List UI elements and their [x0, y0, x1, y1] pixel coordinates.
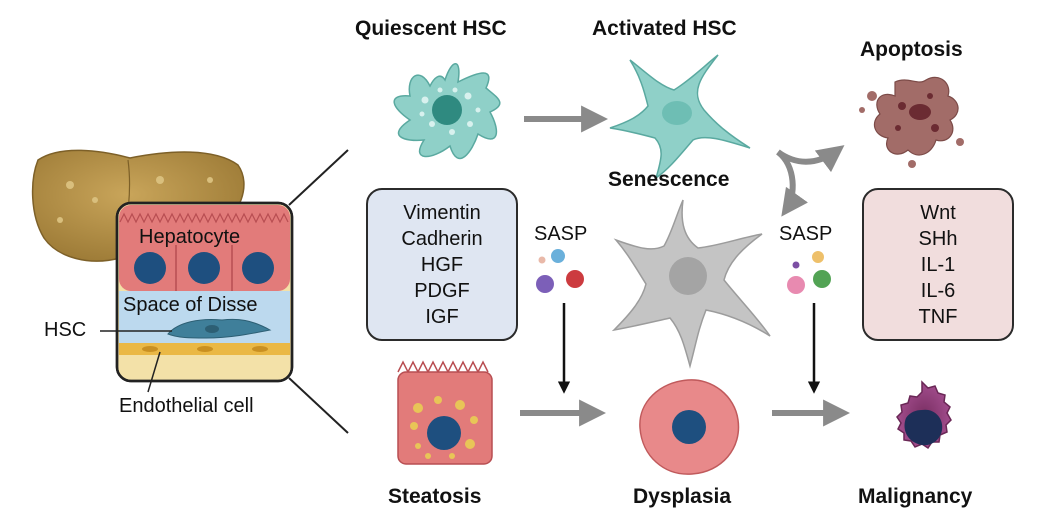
right-marker-box: Wnt SHh IL-1 IL-6 TNF: [862, 188, 1014, 341]
left-marker-1: Cadherin: [401, 227, 483, 250]
label-hsc: HSC: [44, 319, 87, 341]
apoptotic-cell: [859, 76, 964, 168]
label-apoptosis: Apoptosis: [860, 38, 963, 61]
left-marker-0: Vimentin: [403, 201, 481, 224]
endothelial-pointer-line: [147, 351, 161, 393]
steatosis-cell: [397, 360, 493, 465]
right-marker-1: SHh: [918, 227, 958, 250]
right-marker-4: TNF: [918, 305, 958, 328]
malignancy-cell: [896, 380, 952, 450]
zoom-line-top: [288, 149, 349, 206]
tissue-zoom-box: [115, 201, 294, 383]
label-activated-hsc: Activated HSC: [592, 17, 737, 40]
label-dysplasia: Dysplasia: [633, 485, 732, 508]
left-marker-box: Vimentin Cadherin HGF PDGF IGF: [366, 188, 518, 341]
label-steatosis: Steatosis: [388, 485, 482, 508]
left-marker-2: HGF: [420, 253, 464, 276]
label-quiescent-hsc: Quiescent HSC: [355, 17, 507, 40]
senescent-cell: [611, 199, 771, 369]
dysplasia-cell: [639, 379, 740, 475]
right-marker-2: IL-1: [920, 253, 956, 276]
label-space-of-disse: Space of Disse: [123, 294, 258, 316]
label-malignancy: Malignancy: [858, 485, 973, 508]
left-marker-4: IGF: [425, 305, 459, 328]
right-marker-3: IL-6: [920, 279, 956, 302]
activated-hsc-cell: [609, 54, 751, 180]
quiescent-hsc-cell: [393, 63, 501, 160]
label-sasp-right: SASP: [779, 223, 833, 245]
label-endothelial-cell: Endothelial cell: [119, 395, 254, 417]
zoom-line-bottom: [288, 377, 349, 434]
label-hepatocyte: Hepatocyte: [139, 226, 241, 248]
label-senescence: Senescence: [608, 168, 730, 191]
label-sasp-left: SASP: [534, 223, 588, 245]
sasp-particles-right: [787, 251, 831, 294]
left-marker-3: PDGF: [414, 279, 470, 302]
arrow-to-senescence: [775, 149, 808, 217]
right-marker-0: Wnt: [920, 201, 956, 224]
sasp-particles-left: [536, 249, 584, 293]
